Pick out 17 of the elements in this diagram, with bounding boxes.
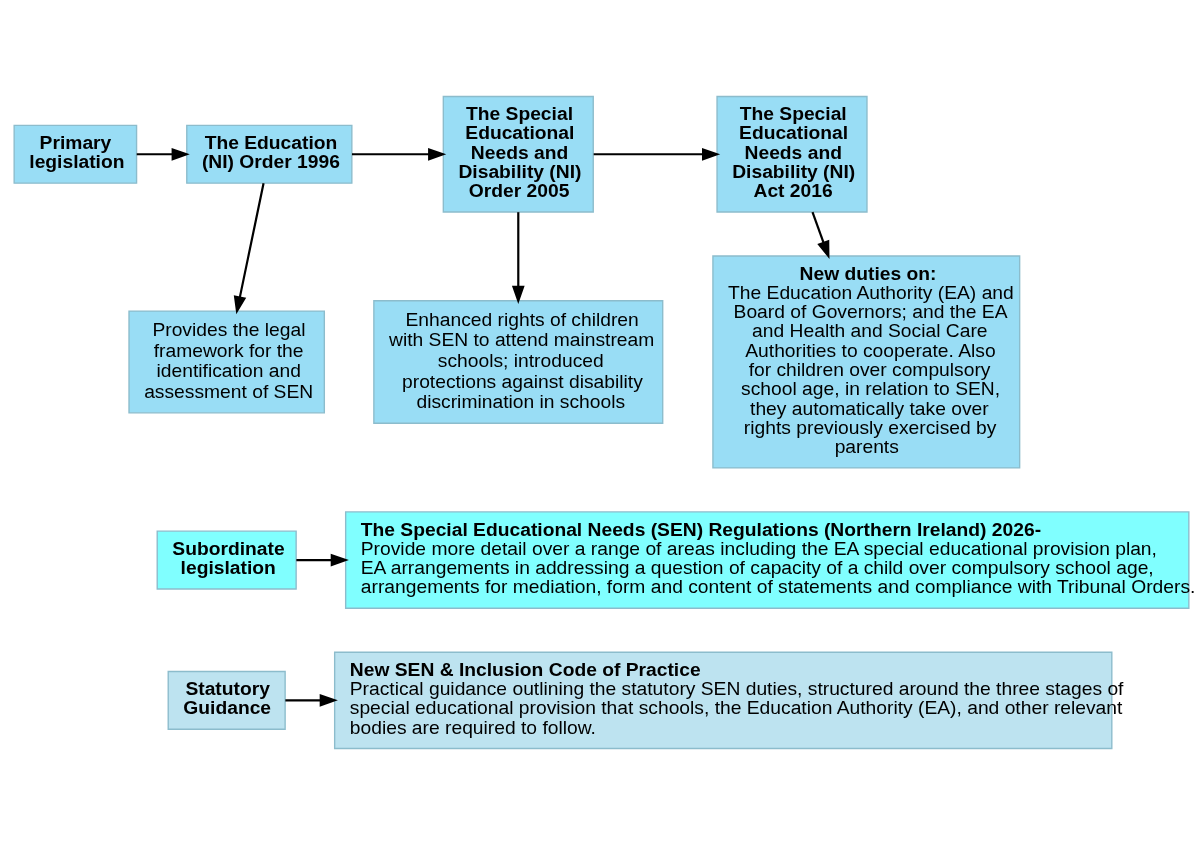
arrow bbox=[593, 147, 721, 161]
node-box: The Special Educational Needs and Disability (NI) Act 2016 bbox=[716, 95, 868, 213]
node-box: Provides the legal framework for the identification and assessment of SEN bbox=[128, 310, 325, 414]
node-box: Enhanced rights of children with SEN to attend mainstream schools; introduced protections against disability discrimination in schools bbox=[373, 300, 664, 424]
arrow bbox=[136, 147, 190, 161]
node-box: Primary legislation bbox=[13, 124, 138, 184]
node-box: Subordinate legislation bbox=[156, 530, 297, 590]
node-box: Statutory Guidance bbox=[167, 670, 286, 730]
arrow bbox=[352, 147, 447, 161]
node-box: The Education (NI) Order 1996 bbox=[186, 124, 353, 184]
node-box: The Special Educational Needs and Disability (NI) Order 2005 bbox=[442, 95, 594, 213]
arrow bbox=[233, 183, 265, 315]
node-box: New duties on: The Education Authority (EA) and Board of Governors; and the EA and Health and Social Care Authorities to cooperate. Also for children over compulsory school age, in relation to SEN, they automatically take over rights previously exercised by parents bbox=[712, 255, 1021, 469]
arrow bbox=[811, 211, 830, 259]
arrow bbox=[296, 553, 349, 567]
arrow bbox=[511, 212, 525, 304]
arrow bbox=[285, 694, 338, 707]
